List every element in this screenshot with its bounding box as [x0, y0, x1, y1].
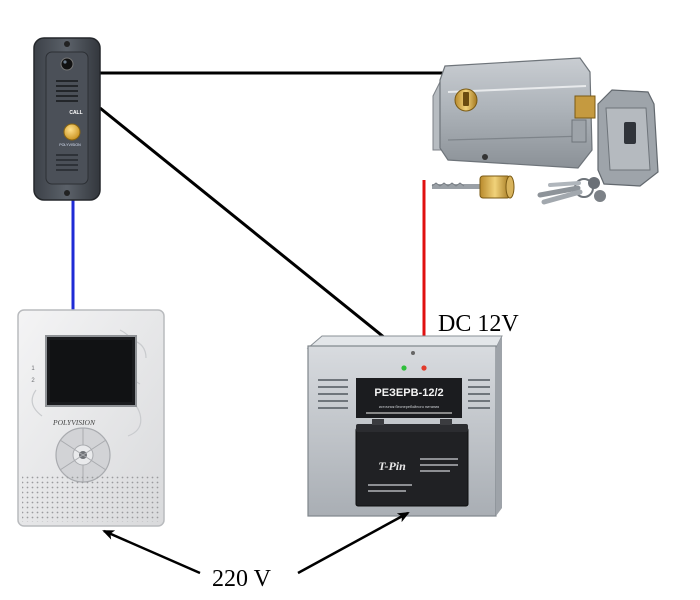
monitor-side-number: 2 [31, 378, 35, 384]
arrow-to-monitor [102, 529, 201, 575]
model-label: РЕЗЕРВ-12/2 [374, 387, 443, 399]
indicator-led-red [421, 365, 427, 371]
wires [71, 71, 448, 340]
monitor-brand-label: POLYVISION [52, 418, 96, 427]
camera-lens-icon [60, 57, 74, 71]
indoor-monitor: 1 2 POLYVISION [17, 309, 165, 527]
monitor-keypad [55, 427, 111, 483]
ac-voltage-label: 220 V [212, 566, 272, 592]
strike-latch-icon [624, 122, 636, 144]
monitor-side-number: 1 [31, 366, 35, 372]
indicator-led-green [401, 365, 407, 371]
call-button [63, 123, 81, 141]
model-subtitle: источник бесперебойного питания [379, 405, 440, 409]
battery-brand: T-Pin [378, 459, 406, 473]
power-supply-unit: РЕЗЕРВ-12/2 источник бесперебойного пита… [306, 335, 503, 517]
wire-panel-to-power-supply [99, 106, 386, 340]
panel-brand-label: POLYVISION [59, 143, 81, 147]
speaker-grille [22, 476, 160, 522]
arrow-to-power-supply [297, 511, 410, 575]
ac-power-arrows [102, 511, 410, 575]
battery [355, 427, 469, 507]
model-label-plate [356, 378, 462, 418]
screw-icon [64, 190, 70, 196]
dc-voltage-label: DC 12V [438, 311, 519, 337]
door-call-panel: CALL POLYVISION [33, 37, 101, 201]
keys-icon [537, 177, 606, 205]
screw-icon [64, 41, 70, 47]
electric-lock [431, 57, 659, 205]
call-label: CALL [69, 110, 82, 116]
